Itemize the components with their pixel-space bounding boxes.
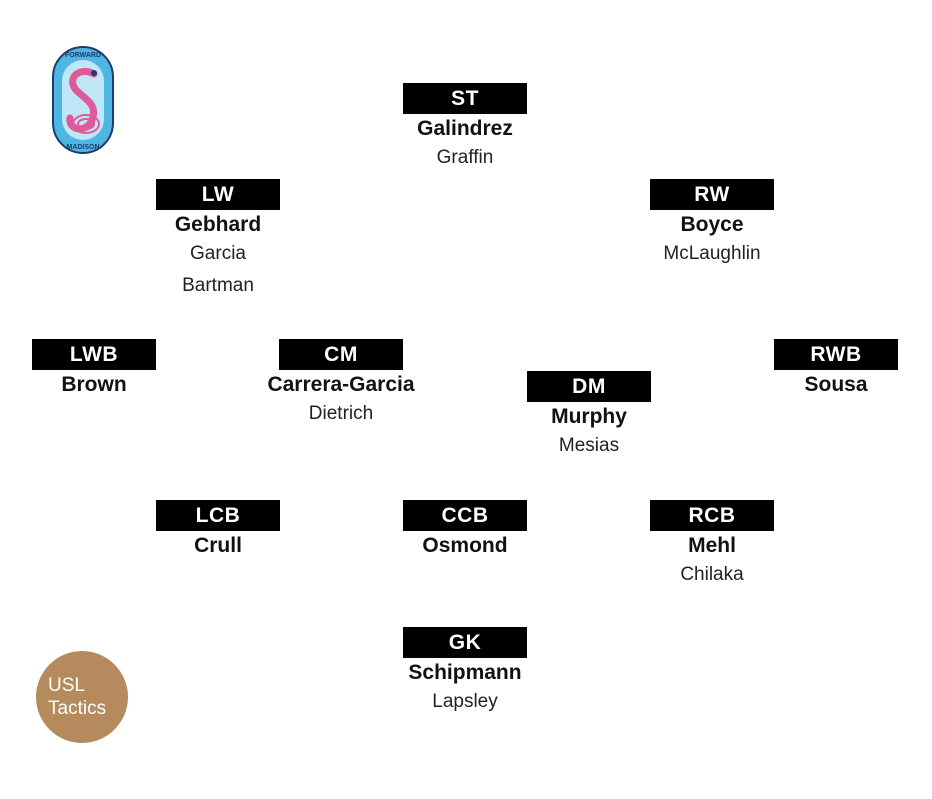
position-slot-lwb: LWB Brown	[32, 339, 156, 398]
starter-name: Osmond	[422, 534, 508, 557]
position-slot-lw: LW Gebhard Garcia Bartman	[156, 179, 280, 302]
badge-line-1: USL	[48, 675, 85, 696]
position-label: LWB	[32, 339, 156, 370]
sub-name: McLaughlin	[663, 243, 761, 264]
badge-line-2: Tactics	[48, 698, 107, 719]
starter-name: Galindrez	[417, 117, 513, 140]
position-slot-gk: GK Schipmann Lapsley	[403, 627, 527, 718]
usl-tactics-badge: USL Tactics	[36, 651, 128, 743]
sub-name: Bartman	[182, 275, 254, 296]
position-slot-rwb: RWB Sousa	[774, 339, 898, 398]
position-label: RWB	[774, 339, 898, 370]
position-slot-rcb: RCB Mehl Chilaka	[650, 500, 774, 591]
starter-name: Schipmann	[408, 661, 522, 684]
sub-name: Chilaka	[680, 564, 744, 585]
position-label: CM	[279, 339, 403, 370]
position-label: CCB	[403, 500, 527, 531]
starter-name: Sousa	[804, 373, 868, 396]
sub-name: Graffin	[436, 147, 494, 168]
forward-madison-logo: FORWARD MADISON	[52, 46, 114, 154]
sub-name: Dietrich	[308, 403, 374, 424]
svg-text:FORWARD: FORWARD	[65, 52, 101, 59]
position-slot-dm: DM Murphy Mesias	[527, 371, 651, 462]
starter-name: Mehl	[688, 534, 736, 557]
starter-name: Brown	[61, 373, 127, 396]
position-slot-cm: CM Carrera-Garcia Dietrich	[267, 339, 415, 430]
sub-name: Garcia	[190, 243, 246, 264]
starter-name: Crull	[194, 534, 242, 557]
starter-name: Carrera-Garcia	[267, 373, 415, 396]
position-label: RCB	[650, 500, 774, 531]
position-label: LW	[156, 179, 280, 210]
position-label: DM	[527, 371, 651, 402]
position-label: RW	[650, 179, 774, 210]
position-slot-rw: RW Boyce McLaughlin	[650, 179, 774, 270]
position-slot-lcb: LCB Crull	[156, 500, 280, 559]
starter-name: Gebhard	[174, 213, 262, 236]
position-label: LCB	[156, 500, 280, 531]
position-slot-ccb: CCB Osmond	[403, 500, 527, 559]
position-slot-st: ST Galindrez Graffin	[403, 83, 527, 174]
starter-name: Murphy	[551, 405, 627, 428]
sub-name: Lapsley	[432, 691, 498, 712]
starter-name: Boyce	[680, 213, 744, 236]
sub-name: Mesias	[558, 435, 620, 456]
svg-text:MADISON: MADISON	[66, 144, 99, 151]
position-label: GK	[403, 627, 527, 658]
position-label: ST	[403, 83, 527, 114]
